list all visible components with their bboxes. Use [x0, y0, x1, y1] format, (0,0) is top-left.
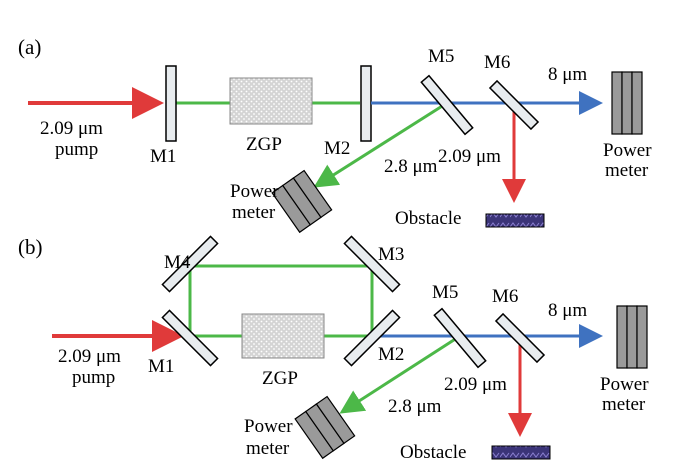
- beam-28um-b-label: 2.8 μm: [388, 396, 442, 417]
- zgp-label-a: ZGP: [246, 134, 282, 155]
- mirror-m3-b: [343, 235, 401, 293]
- mirror-m2-b-label: M2: [378, 344, 404, 365]
- panel-b-label: (b): [18, 235, 43, 259]
- mirror-m5-a-label: M5: [428, 46, 454, 67]
- mirror-m6-a: [488, 79, 540, 131]
- mirror-m2-a: [360, 65, 372, 142]
- obstacle-a-label: Obstacle: [395, 208, 461, 229]
- beam-8um-a-label: 8 μm: [548, 64, 587, 85]
- zgp-crystal-a: [229, 77, 313, 125]
- obstacle-b: [491, 445, 551, 460]
- mirror-m5-a: [420, 74, 474, 136]
- obstacle-b-label: Obstacle: [400, 442, 466, 463]
- power-meter-right-b-label-1: Power: [600, 374, 649, 395]
- mirror-m2-b: [343, 309, 401, 367]
- mirror-m6-b-label: M6: [492, 286, 518, 307]
- beam-8um-b-label: 8 μm: [548, 300, 587, 321]
- power-meter-right-a-label-1: Power: [603, 140, 652, 161]
- panel-a: (a) 2.09 μm pump M1 ZGP M2 8 μm 2.8 μm 2…: [18, 35, 652, 234]
- pump-label-a-1: 2.09 μm: [40, 118, 103, 139]
- mirror-m2-a-label: M2: [324, 138, 350, 159]
- power-meter-lower-b-label-2: meter: [246, 438, 290, 459]
- beam-209um-b-label: 2.09 μm: [444, 374, 507, 395]
- mirror-m5-b: [433, 307, 487, 369]
- zgp-label-b: ZGP: [262, 368, 298, 389]
- mirror-m1-a-label: M1: [150, 146, 176, 167]
- pump-label-b-1: 2.09 μm: [58, 346, 121, 367]
- power-meter-lower-a: [271, 169, 333, 234]
- power-meter-right-a: [611, 71, 643, 135]
- mirror-m4-b-label: M4: [164, 252, 191, 273]
- mirror-m1-b-label: M1: [148, 356, 174, 377]
- power-meter-lower-a-label-1: Power: [230, 181, 279, 202]
- mirror-m4-b: [161, 235, 219, 293]
- power-meter-right-b-label-2: meter: [602, 394, 646, 415]
- power-meter-right-b: [616, 305, 648, 369]
- panel-b: (b) 2.09 μm pump ZGP M4 M3 M1 8 μm M2 2.…: [18, 235, 649, 463]
- mirror-m1-b: [161, 309, 219, 367]
- beam-28um-a-label: 2.8 μm: [384, 156, 438, 177]
- zgp-crystal-b: [241, 313, 325, 359]
- power-meter-lower-b-label-1: Power: [244, 416, 293, 437]
- obstacle-a: [485, 213, 545, 228]
- mirror-m6-b: [494, 312, 546, 364]
- mirror-m6-a-label: M6: [484, 52, 510, 73]
- pump-label-a-2: pump: [55, 139, 98, 160]
- green-reflected-a: [313, 101, 448, 188]
- power-meter-lower-b: [294, 395, 356, 460]
- green-reflected-b: [339, 334, 461, 414]
- power-meter-lower-a-label-2: meter: [232, 202, 276, 223]
- mirror-m1-a: [165, 65, 177, 142]
- power-meter-right-a-label-2: meter: [605, 160, 649, 181]
- mirror-m3-b-label: M3: [378, 244, 404, 265]
- beam-209um-a-label: 2.09 μm: [438, 146, 501, 167]
- pump-label-b-2: pump: [72, 367, 115, 388]
- mirror-m5-b-label: M5: [432, 282, 458, 303]
- panel-a-label: (a): [18, 35, 41, 59]
